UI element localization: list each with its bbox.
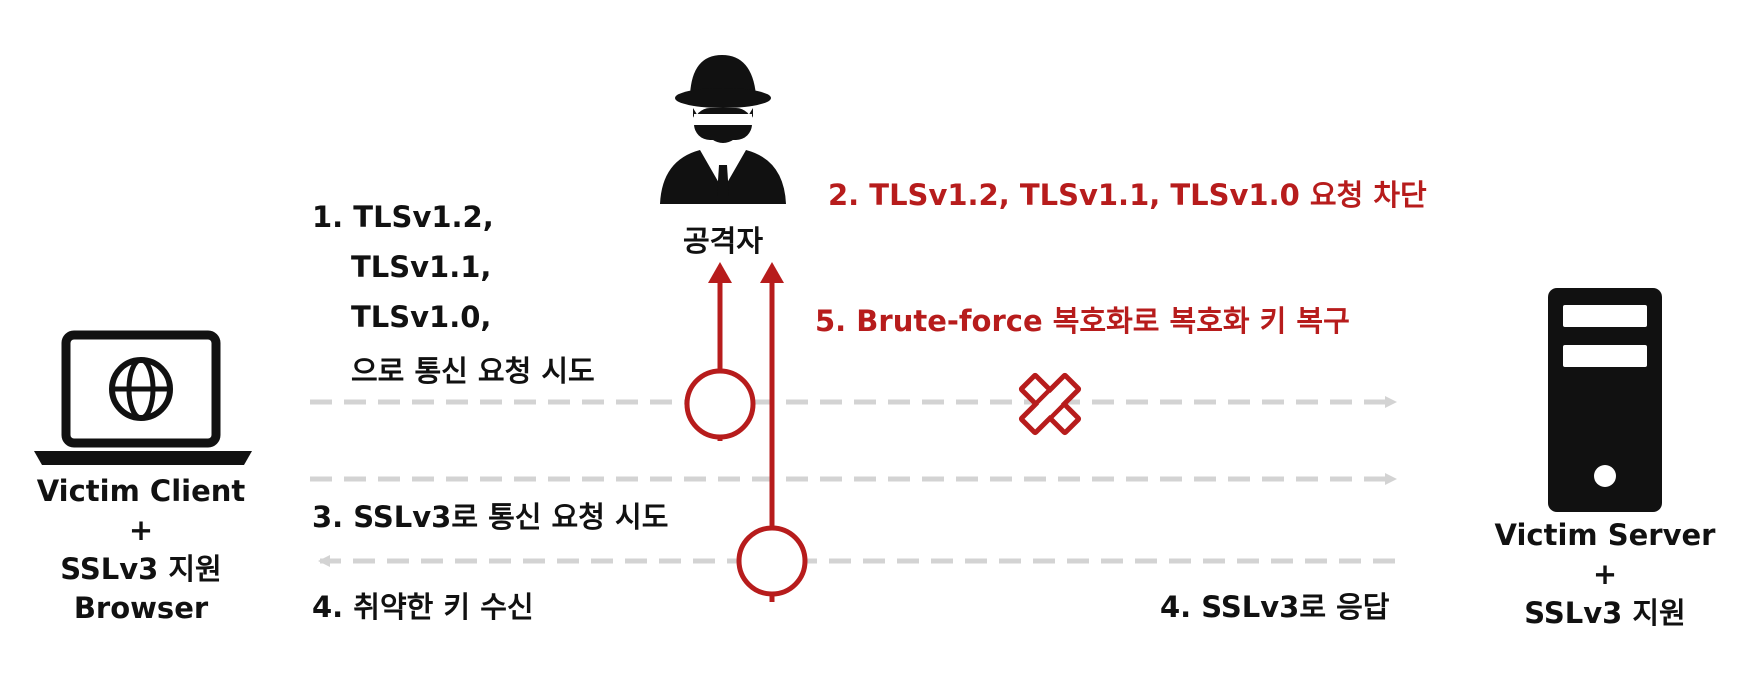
step-1-line-4: 으로 통신 요청 시도 <box>351 354 595 388</box>
step-1-line-2: TLSv1.1, <box>351 250 492 284</box>
intercept-circle-2 <box>736 525 808 597</box>
attacker-label: 공격자 <box>682 224 764 258</box>
server-line-2: + <box>1592 557 1618 591</box>
server-line-1: Victim Server <box>1494 518 1716 552</box>
intercept-arrowhead-1 <box>708 262 732 283</box>
red-x-icon <box>1018 372 1082 436</box>
step-5-label: 5. Brute-force 복호화로 복호화 키 복구 <box>815 304 1350 338</box>
intercept-circle-1 <box>684 368 756 440</box>
hat-spy-icon <box>660 55 786 204</box>
step-4-client-label: 4. 취약한 키 수신 <box>312 590 534 624</box>
server-label: Victim Server + SSLv3 지원 <box>1475 516 1735 633</box>
step-1-line-3: TLSv1.0, <box>351 300 492 334</box>
step-3-label: 3. SSLv3로 통신 요청 시도 <box>312 500 669 534</box>
client-line-1: Victim Client <box>36 474 246 508</box>
step-1-line-1: 1. TLSv1.2, <box>312 200 494 234</box>
step-4-server-label: 4. SSLv3로 응답 <box>1160 590 1390 624</box>
client-line-4: Browser <box>73 591 209 625</box>
laptop-globe-icon <box>34 330 252 465</box>
client-label: Victim Client + SSLv3 지원 Browser <box>20 472 262 628</box>
server-tower-icon <box>1548 288 1662 512</box>
client-line-2: + <box>128 513 154 547</box>
step-2-label: 2. TLSv1.2, TLSv1.1, TLSv1.0 요청 차단 <box>828 178 1427 212</box>
client-line-3: SSLv3 지원 <box>60 552 222 586</box>
server-line-3: SSLv3 지원 <box>1524 596 1686 630</box>
intercept-arrowhead-2 <box>760 262 784 283</box>
